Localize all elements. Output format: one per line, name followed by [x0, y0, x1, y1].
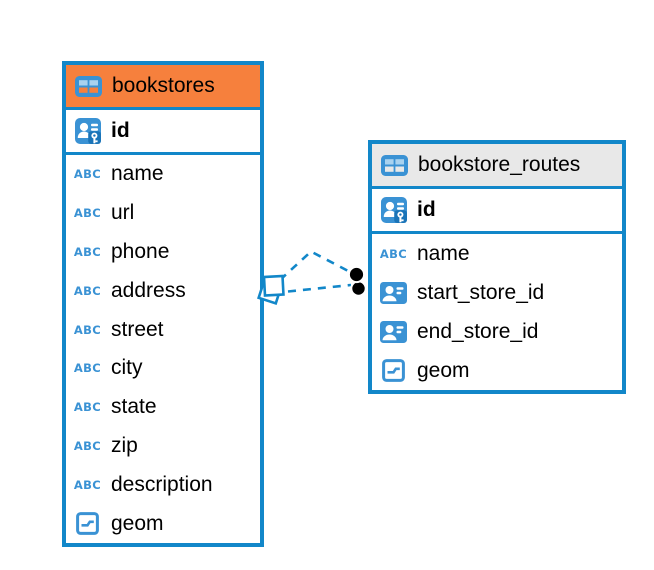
table-icon — [74, 75, 103, 97]
table-icon — [380, 154, 409, 176]
table-name: bookstores — [112, 74, 215, 97]
column-row[interactable]: ABC zip — [66, 427, 260, 466]
column-row[interactable]: ABC name — [66, 155, 260, 194]
abc-glyph: ABC — [73, 206, 102, 221]
text-icon: ABC — [73, 478, 102, 492]
abc-glyph: ABC — [73, 438, 102, 453]
column-name: start_store_id — [417, 280, 545, 304]
reference-icon — [379, 320, 408, 343]
column-row[interactable]: ABC state — [66, 388, 260, 427]
column-row[interactable]: ABC url — [66, 194, 260, 233]
text-icon: ABC — [73, 245, 102, 259]
reference-icon — [379, 281, 408, 304]
abc-glyph: ABC — [73, 322, 102, 337]
column-name: url — [111, 201, 135, 225]
abc-glyph: ABC — [73, 283, 102, 298]
relationship-line-1[interactable] — [279, 249, 353, 281]
table-bookstore-routes[interactable]: bookstore_routes id ABC name start_store_i… — [368, 140, 626, 394]
text-icon: ABC — [73, 167, 102, 181]
abc-glyph: ABC — [73, 361, 102, 376]
column-row[interactable]: end_store_id — [372, 312, 622, 351]
column-name: name — [111, 162, 164, 186]
column-row[interactable]: start_store_id — [372, 273, 622, 312]
column-row[interactable]: ABC description — [66, 465, 260, 504]
primary-key-row[interactable]: id — [372, 189, 622, 234]
abc-glyph: ABC — [73, 477, 102, 492]
text-icon: ABC — [73, 400, 102, 414]
relationship-line-2[interactable] — [287, 283, 352, 293]
column-name: id — [111, 119, 130, 142]
geometry-icon — [379, 359, 408, 382]
column-name: description — [111, 472, 213, 496]
text-icon: ABC — [73, 206, 102, 220]
abc-glyph: ABC — [73, 244, 102, 259]
column-name: zip — [111, 433, 138, 457]
text-icon: ABC — [73, 361, 102, 375]
column-name: phone — [111, 239, 170, 263]
table-header[interactable]: bookstore_routes — [372, 144, 622, 189]
text-icon: ABC — [73, 439, 102, 453]
primary-key-icon — [73, 118, 102, 144]
abc-glyph: ABC — [73, 400, 102, 415]
text-icon: ABC — [379, 247, 408, 261]
text-icon: ABC — [73, 284, 102, 298]
relationship-endpoint-dots — [347, 265, 367, 297]
column-row[interactable]: ABC address — [66, 271, 260, 310]
column-row[interactable]: ABC city — [66, 349, 260, 388]
column-name: state — [111, 395, 157, 419]
column-name: street — [111, 317, 164, 341]
abc-glyph: ABC — [379, 246, 408, 261]
column-row[interactable]: ABC name — [372, 234, 622, 273]
geometry-icon — [73, 512, 102, 535]
column-name: name — [417, 241, 470, 265]
column-row[interactable]: ABC street — [66, 310, 260, 349]
column-name: id — [417, 198, 436, 221]
column-name: address — [111, 278, 186, 302]
column-name: geom — [417, 358, 470, 382]
table-name: bookstore_routes — [418, 153, 581, 176]
table-header[interactable]: bookstores — [66, 65, 260, 110]
column-row[interactable]: ABC phone — [66, 233, 260, 272]
column-name: geom — [111, 511, 164, 535]
text-icon: ABC — [73, 323, 102, 337]
primary-key-row[interactable]: id — [66, 110, 260, 155]
column-row[interactable]: geom — [372, 351, 622, 390]
abc-glyph: ABC — [73, 167, 102, 182]
column-row[interactable]: geom — [66, 504, 260, 543]
column-name: city — [111, 356, 143, 380]
column-name: end_store_id — [417, 319, 539, 343]
primary-key-icon — [379, 197, 408, 223]
